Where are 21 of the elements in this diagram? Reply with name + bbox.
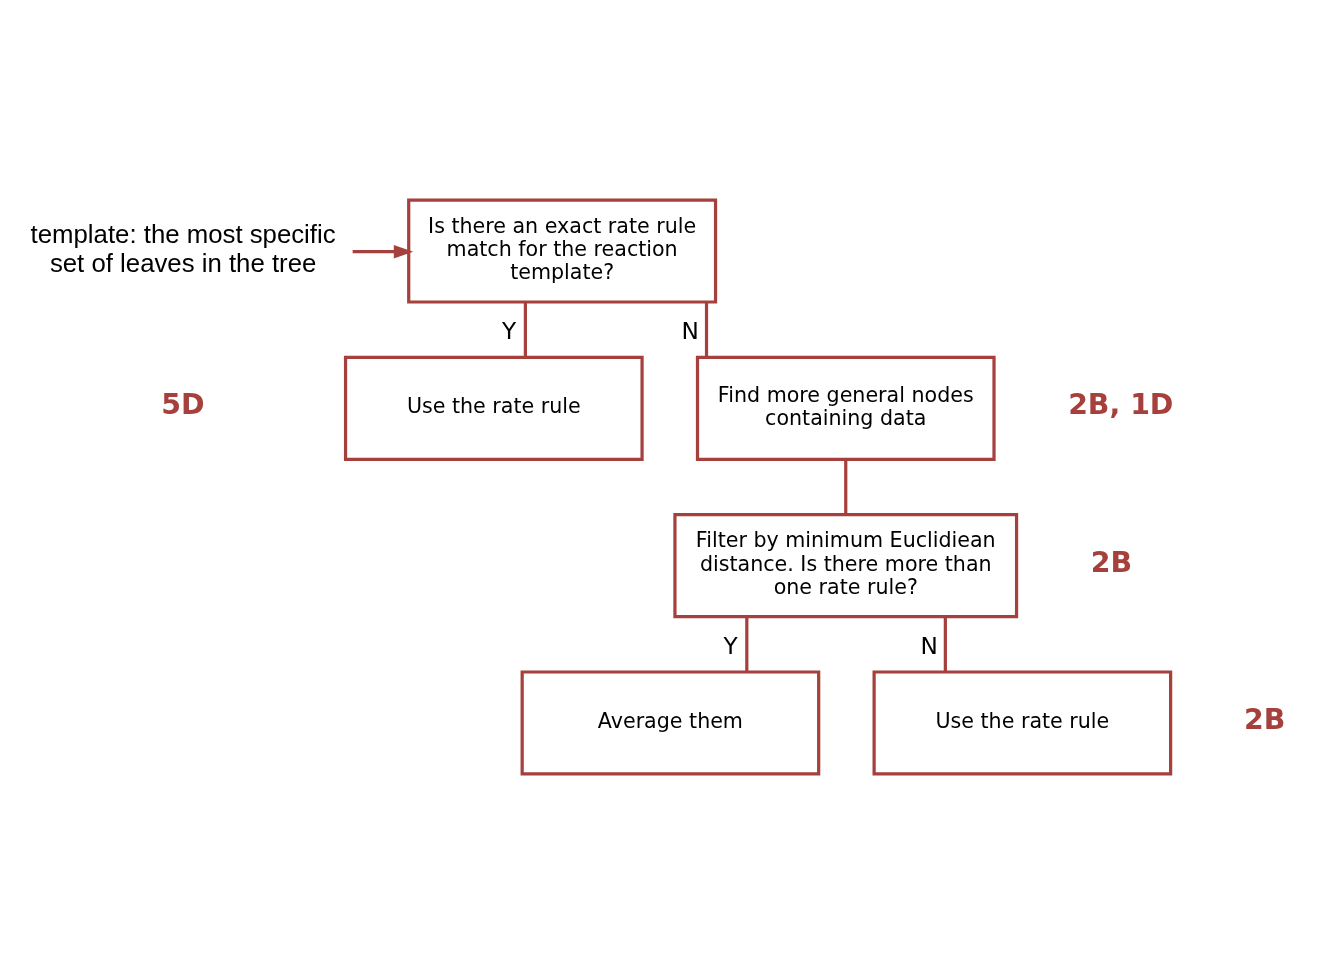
node-label: 2B — [1244, 702, 1286, 736]
node-box: Average them — [520, 669, 821, 775]
node-label: 2B — [1090, 545, 1133, 579]
connector — [704, 301, 709, 357]
node-text: template: the most specific set of leaves in the tree — [30, 219, 336, 277]
node-box: Use the rate rule — [872, 669, 1173, 775]
edge-label: Y — [502, 316, 517, 344]
connector — [943, 616, 947, 672]
node-box: Is there an exact rate rule match for the reaction template? — [407, 198, 718, 304]
connector — [523, 301, 527, 357]
edge-label: N — [681, 316, 699, 344]
edge-label: N — [920, 631, 938, 659]
connector — [844, 458, 848, 514]
node-box: Use the rate rule — [343, 355, 644, 461]
node-box: Filter by minimum Euclidiean distance. Is there more than one rate rule? — [673, 512, 1019, 618]
node-box: Find more general nodes containing data — [695, 355, 996, 461]
node-label: 2B, 1D — [1068, 387, 1174, 421]
label: 5D — [161, 387, 205, 421]
arrow — [352, 244, 414, 258]
edge-label: Y — [723, 631, 738, 659]
connector — [745, 616, 749, 672]
